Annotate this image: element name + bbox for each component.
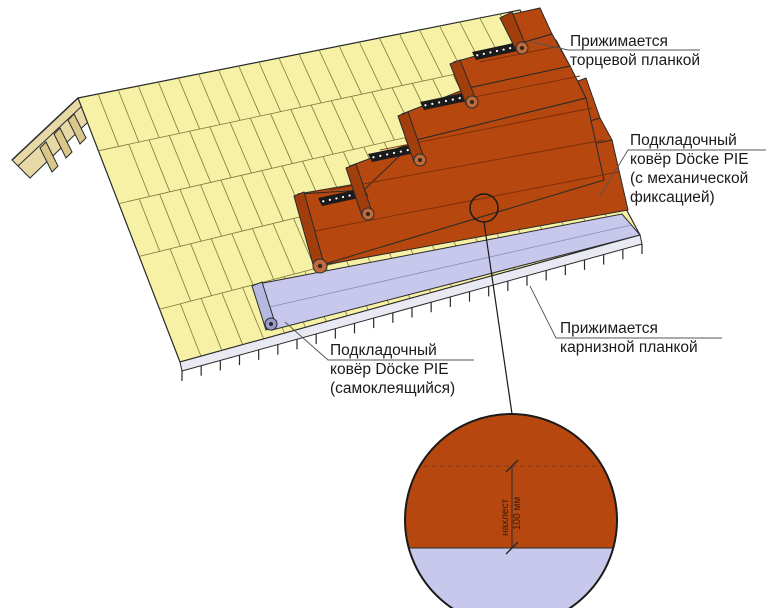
sheathing-board-joint [338, 45, 363, 95]
overlap-label-line1: нахлест [500, 499, 511, 536]
sheathing-board-joint [261, 170, 284, 222]
fastener-dot [424, 104, 427, 107]
sheathing-board-joint [298, 53, 322, 104]
fastener-dot [509, 47, 512, 50]
sheathing-board-joint [272, 223, 295, 275]
fastener-dot [348, 194, 351, 197]
sheathing-board-joint [179, 303, 202, 357]
callout-underlay-mechanical-line2: ковёр Döcke PIE [630, 151, 749, 168]
fastener-dot [322, 200, 325, 203]
callout-underlay-mechanical-line4: фиксацией) [630, 189, 715, 206]
sheathing-board-joint [278, 57, 302, 108]
callout-eave-strip: Прижимается карнизной планкой [560, 319, 698, 357]
callout-underlay-mechanical-line3: (с механической [630, 170, 749, 187]
sheathing-board-joint [218, 69, 241, 121]
sheathing-board-joint [168, 135, 191, 188]
sheathing-board-joint [210, 238, 233, 291]
fastener-dot [341, 195, 345, 199]
fastener-dot [392, 151, 396, 155]
mechanical-underlay [293, 7, 629, 274]
sheathing-board-joint [249, 117, 273, 169]
sheathing-board-joint [189, 131, 212, 183]
sheathing-board-joint [159, 194, 181, 247]
fastener-dot [438, 101, 441, 104]
sheathing-board-joint [252, 228, 275, 280]
fastener-dot [476, 54, 479, 57]
sheathing-board-joint [371, 91, 395, 141]
sheathing-board-joint [351, 96, 375, 145]
sheathing-board-joint [148, 139, 171, 192]
fastener-dot [399, 150, 402, 153]
fastener-dot [379, 154, 382, 157]
sheathing-board-joint [221, 292, 244, 345]
callout-underlay-mechanical-line1: Подкладочный [630, 132, 737, 149]
sheathing-board-joint [190, 243, 212, 296]
sheathing-board-joint [200, 298, 223, 351]
fastener-dot [482, 52, 485, 55]
callout-underlay-self-adhesive-line3: (самоклеящийся) [330, 380, 456, 397]
detail-circle: нахлест 100 мм [404, 413, 618, 608]
sheathing-board-joint [330, 100, 354, 150]
gable-end [11, 97, 89, 179]
callout-end-strip-line2: торцевой планкой [570, 52, 700, 69]
fastener-dot [489, 51, 492, 54]
sheathing-board-joint [258, 61, 282, 112]
sheathing-board-joint [157, 81, 180, 134]
sheathing-board-joint [117, 89, 140, 143]
sheathing-board-joint [379, 37, 403, 86]
fastener-dot [431, 102, 434, 105]
callout-underlay-self-adhesive-line1: Подкладочный [330, 342, 437, 359]
callout-eave-strip-line2: карнизной планкой [560, 339, 698, 356]
self-adhesive-underlay [251, 213, 641, 331]
fastener-dot [372, 156, 375, 159]
fastener-dot [444, 99, 448, 103]
fastener-dot [406, 149, 409, 152]
sheathing-board-joint [178, 77, 201, 130]
fastener-dot [328, 198, 331, 201]
sheathing-board-joint [209, 126, 232, 178]
sheathing-board-joint [231, 233, 254, 285]
fastener-dot [451, 98, 454, 101]
callout-leaders [284, 41, 766, 361]
overlap-label-line2: 100 мм [512, 497, 523, 530]
fastener-dot [386, 153, 389, 156]
sheathing-board-joint [358, 41, 383, 91]
sheathing-board-joint [419, 29, 444, 77]
fastener-dot [495, 49, 499, 53]
sheathing-board-joint [229, 122, 252, 174]
sheathing-board-joint [318, 49, 342, 99]
callout-underlay-self-adhesive: Подкладочный ковёр Döcke PIE (самоклеящи… [330, 341, 455, 398]
callout-end-strip-line1: Прижимается [570, 33, 668, 50]
sheathing-board-joint [242, 287, 265, 340]
fastener-dot [458, 97, 461, 100]
sheathing-board-joint [200, 184, 222, 237]
callout-eave-strip-line1: Прижимается [560, 320, 658, 337]
sheathing-board-joint [138, 198, 161, 252]
sheathing-board-joint [179, 189, 202, 242]
sheathing-board-joint [128, 144, 150, 197]
sheathing-board-joint [290, 109, 314, 160]
sheathing-board-joint [169, 248, 192, 302]
callout-end-strip: Прижимается торцевой планкой [570, 32, 700, 70]
sheathing-board-joint [399, 33, 423, 82]
sheathing-board-joint [310, 104, 334, 155]
detail-marker [469, 193, 513, 415]
sheathing-board-joint [238, 65, 261, 117]
sheathing-board-joint [220, 179, 243, 232]
callout-underlay-mechanical: Подкладочный ковёр Döcke PIE (с механиче… [630, 131, 749, 207]
callout-underlay-self-adhesive-line2: ковёр Döcke PIE [330, 361, 449, 378]
sheathing-board-joint [198, 73, 221, 125]
sheathing-board-joint [97, 93, 120, 147]
eave-edge [179, 234, 643, 381]
sheathing-board-joint [270, 113, 293, 164]
fastener-dot [335, 197, 338, 200]
fastener-dot [502, 48, 505, 51]
sheathing-board-joint [240, 175, 264, 227]
sheathing-board-joint [137, 85, 160, 138]
